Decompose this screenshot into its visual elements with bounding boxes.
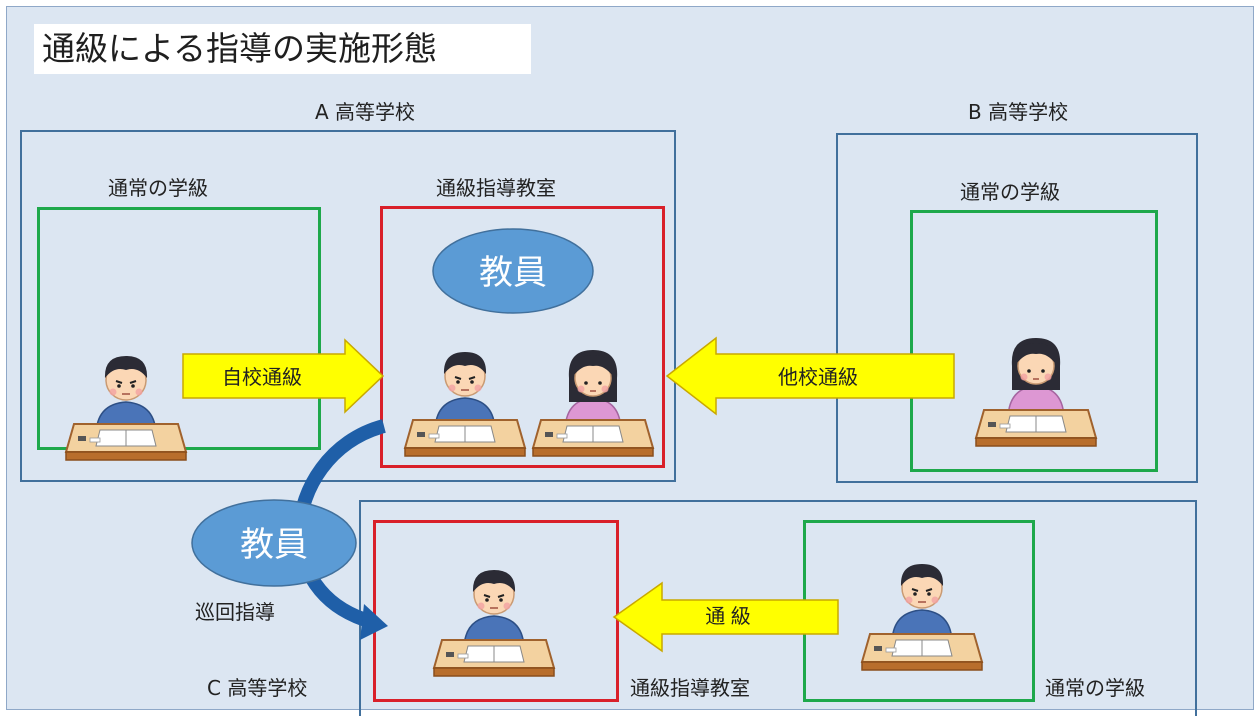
school-a-regular-class-label: 通常の学級 (108, 176, 208, 200)
student-boy-a-room (404, 351, 526, 457)
school-a-resource-room-label: 通級指導教室 (436, 176, 556, 200)
school-b-box (836, 133, 1198, 483)
own-school-arrow (182, 338, 385, 414)
school-c-regular-class-label: 通常の学級 (1045, 676, 1145, 700)
student-boy-c-regular (861, 563, 983, 671)
school-a-label: A 高等学校 (315, 100, 416, 124)
school-a-box (20, 130, 676, 482)
teacher-ellipse-a (432, 228, 594, 314)
school-c-resource-room-box (373, 520, 619, 702)
student-girl-b-regular (975, 337, 1097, 447)
teacher-ellipse-itinerant (191, 499, 357, 587)
c-school-arrow-label: 通 級 (705, 605, 751, 628)
school-b-label: B 高等学校 (968, 100, 1069, 124)
other-school-arrow-label: 他校通級 (778, 366, 858, 389)
c-school-arrow (612, 581, 839, 653)
itinerant-guidance-label: 巡回指導 (195, 600, 275, 624)
other-school-arrow (665, 336, 955, 416)
school-a-resource-room-box (380, 206, 665, 468)
school-b-regular-class-label: 通常の学級 (960, 180, 1060, 204)
school-b-regular-class-box (910, 210, 1158, 472)
school-c-label: C 高等学校 (207, 676, 308, 700)
school-c-box (359, 500, 1197, 716)
teacher-label-itinerant: 教員 (240, 526, 308, 564)
itinerant-arrow-head (360, 604, 388, 640)
student-girl-a-room (532, 349, 654, 457)
student-boy-a-regular (65, 355, 187, 461)
student-boy-c-room (433, 569, 555, 677)
school-c-resource-room-label: 通級指導教室 (630, 676, 750, 700)
page-title: 通級による指導の実施形態 (34, 24, 531, 74)
teacher-label-a: 教員 (479, 254, 547, 292)
own-school-arrow-label: 自校通級 (222, 366, 302, 389)
